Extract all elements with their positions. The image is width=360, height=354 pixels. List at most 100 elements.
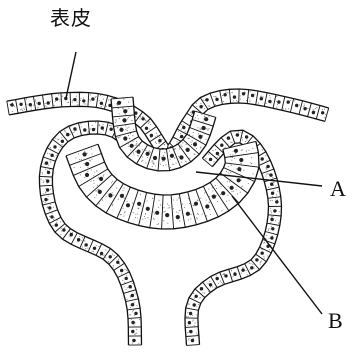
stipple-dot: [200, 129, 201, 130]
stipple-dot: [316, 107, 317, 108]
stipple-dot: [72, 102, 73, 103]
stipple-dot: [135, 214, 136, 215]
cell-nucleus: [131, 330, 134, 333]
stipple-dot: [246, 270, 247, 271]
cell-nucleus: [179, 155, 183, 159]
cell-nucleus: [73, 127, 76, 130]
stipple-dot: [128, 108, 129, 109]
stipple-dot: [276, 96, 277, 97]
stipple-dot: [188, 316, 189, 317]
stipple-dot: [188, 138, 189, 139]
cell-nucleus: [116, 261, 119, 264]
cell-nucleus: [165, 213, 169, 217]
stipple-dot: [189, 158, 190, 159]
stipple-dot: [145, 213, 146, 214]
stipple-dot: [210, 286, 211, 287]
stipple-dot: [272, 196, 273, 197]
stipple-dot: [137, 305, 138, 306]
stipple-dot: [133, 212, 134, 213]
stipple-dot: [206, 200, 207, 201]
stipple-dot: [133, 129, 134, 130]
cell-nucleus: [260, 97, 263, 100]
stipple-dot: [263, 96, 264, 97]
stipple-dot: [213, 96, 214, 97]
stipple-dot: [196, 148, 197, 149]
stipple-dot: [134, 302, 135, 303]
stipple-dot: [177, 212, 178, 213]
stipple-dot: [226, 171, 227, 172]
cell-nucleus: [150, 134, 153, 137]
stipple-dot: [219, 156, 220, 157]
stipple-dot: [185, 161, 186, 162]
stipple-dot: [215, 104, 216, 105]
stipple-dot: [119, 118, 120, 119]
cell-nucleus: [120, 194, 124, 198]
stipple-dot: [156, 133, 157, 134]
stipple-dot: [153, 161, 154, 162]
stipple-dot: [42, 172, 43, 173]
stipple-dot: [233, 191, 234, 192]
stipple-dot: [223, 101, 224, 102]
cell-nucleus: [110, 128, 113, 131]
cell-nucleus: [270, 218, 273, 221]
stipple-dot: [96, 245, 97, 246]
cell-nucleus: [77, 238, 80, 241]
stipple-dot: [266, 173, 267, 174]
stipple-dot: [80, 167, 81, 168]
stipple-dot: [237, 193, 238, 194]
stipple-dot: [155, 142, 156, 143]
stipple-dot: [112, 181, 113, 182]
stipple-dot: [127, 201, 128, 202]
stipple-dot: [262, 149, 263, 150]
stipple-dot: [182, 204, 183, 205]
stipple-dot: [260, 96, 261, 97]
stipple-dot: [74, 167, 75, 168]
cell-nucleus: [61, 140, 64, 143]
cell-nucleus: [271, 227, 274, 230]
stipple-dot: [50, 204, 51, 205]
stipple-dot: [194, 325, 195, 326]
stipple-dot: [137, 217, 138, 218]
stipple-dot: [213, 161, 214, 162]
stipple-dot: [242, 186, 243, 187]
stipple-dot: [147, 157, 148, 158]
cell-nucleus: [250, 266, 253, 269]
stipple-dot: [136, 143, 137, 144]
stipple-dot: [181, 162, 182, 163]
stipple-dot: [276, 101, 277, 102]
stipple-dot: [204, 108, 205, 109]
stipple-dot: [258, 103, 259, 104]
cell-nucleus: [268, 100, 271, 103]
stipple-dot: [193, 293, 194, 294]
stipple-dot: [279, 211, 280, 212]
cell-nucleus: [321, 111, 324, 114]
stipple-dot: [128, 135, 129, 136]
stipple-dot: [123, 208, 124, 209]
stipple-dot: [202, 292, 203, 293]
stipple-dot: [132, 141, 133, 142]
stipple-dot: [45, 202, 46, 203]
stipple-dot: [196, 217, 197, 218]
stipple-dot: [197, 199, 198, 200]
stipple-dot: [245, 92, 246, 93]
cell-nucleus: [215, 98, 218, 101]
stipple-dot: [167, 203, 168, 204]
stipple-dot: [154, 213, 155, 214]
stipple-dot: [61, 228, 62, 229]
stipple-dot: [227, 181, 228, 182]
cell-nucleus: [273, 209, 276, 212]
stipple-dot: [269, 95, 270, 96]
cell-nucleus: [119, 128, 123, 132]
stipple-dot: [45, 169, 46, 170]
stipple-dot: [215, 149, 216, 150]
stipple-dot: [133, 310, 134, 311]
stipple-dot: [208, 154, 209, 155]
stipple-dot: [161, 157, 162, 158]
stipple-dot: [228, 172, 229, 173]
stipple-dot: [206, 215, 207, 216]
stipple-dot: [45, 192, 46, 193]
stipple-dot: [186, 316, 187, 317]
stipple-dot: [150, 124, 151, 125]
cell-nucleus: [146, 207, 150, 211]
stipple-dot: [299, 104, 300, 105]
